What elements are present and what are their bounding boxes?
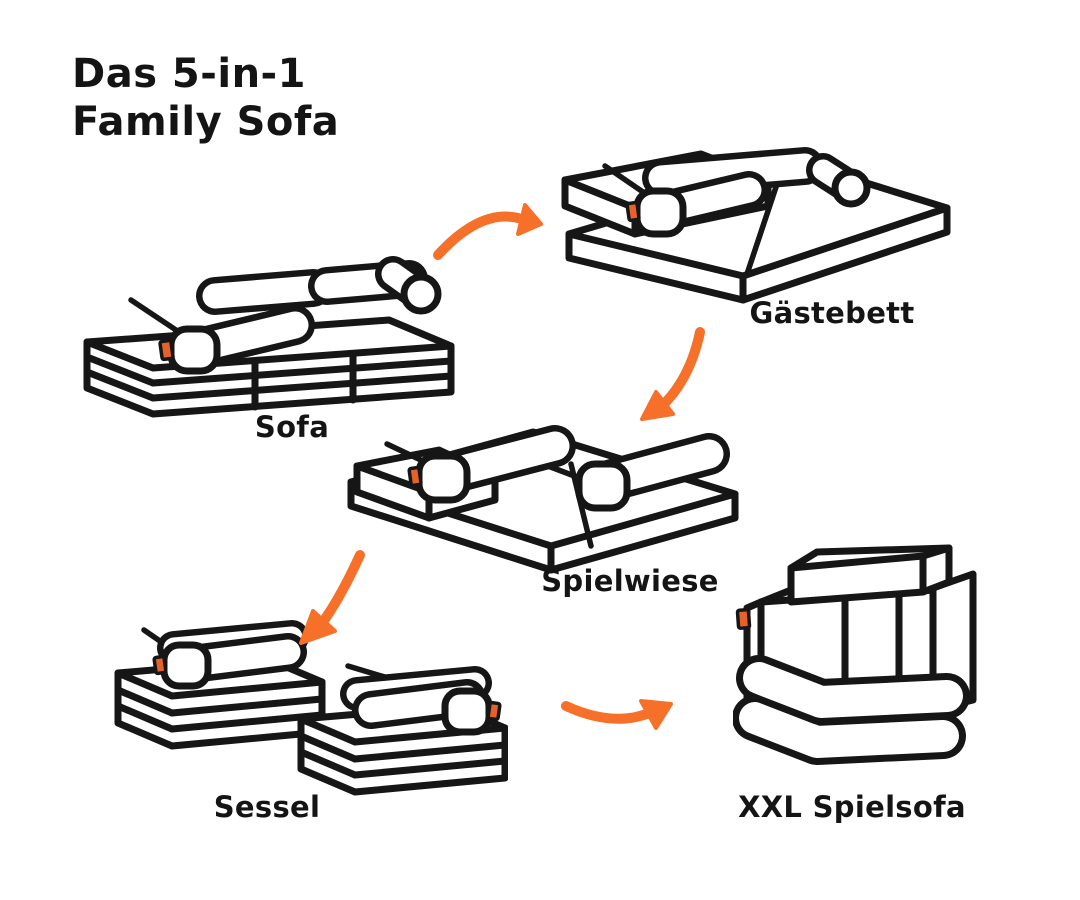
page-title-line1: Das 5-in-1: [72, 51, 306, 97]
care-tag-icon: [407, 465, 423, 488]
page-title: Das 5-in-1 Family Sofa: [72, 50, 339, 146]
flow-arrow-4-icon: [561, 699, 673, 730]
flow-arrow-2-icon: [640, 327, 705, 421]
config-label-sessel: Sessel: [213, 790, 321, 824]
sofa-illustration: [83, 256, 455, 418]
spielwiese-illustration: [347, 425, 739, 574]
care-tag-icon: [158, 338, 175, 362]
config-label-sofa: Sofa: [254, 410, 330, 444]
care-tag-icon: [152, 654, 168, 676]
config-label-xxl-spielsofa: XXL Spielsofa: [738, 790, 966, 824]
config-label-gaestebett: Gästebett: [749, 296, 915, 330]
care-tag-icon: [625, 200, 641, 223]
gaestebett-illustration: [561, 147, 951, 304]
flow-arrow-1-icon: [433, 203, 543, 260]
xxl-spielsofa-illustration: [733, 544, 977, 765]
flow-arrow-3-icon: [299, 550, 365, 645]
care-tag-icon: [735, 607, 752, 630]
config-label-spielwiese: Spielwiese: [541, 564, 719, 598]
sessel-illustration: [114, 620, 508, 796]
care-tag-icon: [486, 700, 502, 722]
page-title-line2: Family Sofa: [72, 99, 340, 145]
